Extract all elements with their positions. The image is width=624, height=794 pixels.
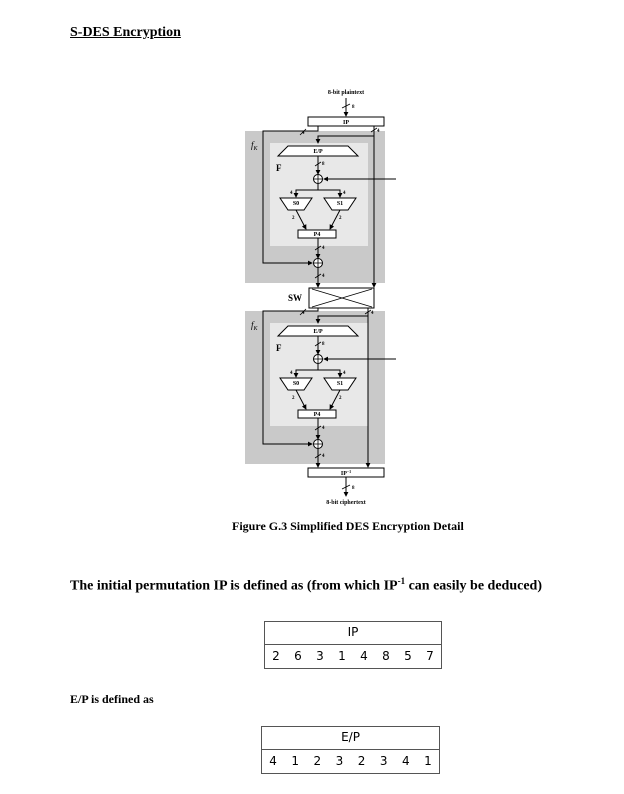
svg-text:4: 4 [322, 454, 325, 459]
svg-text:4: 4 [322, 274, 325, 279]
ep-box-2 [276, 325, 360, 337]
table-cell: 4 [269, 754, 277, 768]
svg-text:4: 4 [290, 191, 293, 196]
svg-text:8: 8 [322, 162, 325, 167]
table-cell: 2 [272, 649, 280, 663]
table-cell: 3 [379, 754, 388, 768]
ciphertext-label: 8-bit ciphertext [326, 500, 366, 506]
bits-label: 8 [352, 105, 355, 110]
table-cell: 1 [291, 754, 299, 768]
svg-text:8: 8 [322, 342, 325, 347]
table-cell: 5 [404, 649, 412, 663]
s0-box-2 [279, 377, 313, 391]
fk-label-2: fK [251, 320, 259, 332]
ip-table-row: 2 6 3 1 4 8 5 7 [265, 645, 441, 667]
table-cell: 1 [424, 754, 432, 768]
svg-text:2: 2 [339, 216, 342, 221]
svg-text:4: 4 [322, 246, 325, 251]
ep-table-row: 4 1 2 3 2 3 4 1 [262, 750, 439, 772]
table-cell: 8 [382, 649, 390, 663]
svg-text:P4: P4 [314, 412, 321, 418]
p4-box-2 [297, 409, 337, 419]
svg-text:4: 4 [343, 191, 346, 196]
svg-text:4: 4 [302, 311, 305, 316]
table-cell: 2 [357, 754, 366, 768]
table-cell: 2 [313, 754, 322, 768]
ip-intro-text: The initial permutation IP is defined as… [70, 576, 542, 594]
svg-text:S1: S1 [337, 381, 343, 387]
ep-box-1 [276, 145, 360, 157]
ip-table-title: IP [265, 622, 441, 645]
ip-inverse-label: IP−1 [341, 469, 351, 477]
svg-text:4: 4 [377, 129, 380, 134]
svg-text:4: 4 [290, 371, 293, 376]
svg-text:2: 2 [292, 396, 295, 401]
svg-text:S0: S0 [293, 381, 299, 387]
table-cell: 6 [294, 649, 302, 663]
f-label-1: F [276, 163, 282, 173]
table-cell: 4 [401, 754, 410, 768]
svg-text:2: 2 [339, 396, 342, 401]
table-cell: 3 [335, 754, 344, 768]
ip-label: IP [343, 120, 349, 126]
figure-caption: Figure G.3 Simplified DES Encryption Det… [232, 519, 464, 533]
ep-table: E/P 4 1 2 3 2 3 4 1 [261, 726, 440, 774]
s1-box-2 [323, 377, 357, 391]
svg-text:4: 4 [343, 371, 346, 376]
table-cell: 3 [316, 649, 324, 663]
svg-text:P4: P4 [314, 232, 321, 238]
svg-text:S0: S0 [293, 201, 299, 207]
sdes-encryption-diagram: 8-bit plaintext 8 IP fK F 4 4 E/P 8 8 K1… [245, 90, 396, 506]
table-cell: 7 [426, 649, 434, 663]
f-function-box-1 [270, 143, 368, 246]
f-function-box-2 [270, 323, 368, 426]
sw-label: SW [288, 293, 302, 303]
svg-text:S1: S1 [337, 201, 343, 207]
ep-table-title: E/P [262, 727, 439, 750]
ep-intro-text: E/P is defined as [70, 692, 154, 706]
svg-text:E/P: E/P [313, 149, 323, 155]
svg-text:8: 8 [352, 486, 355, 491]
ip-box [307, 116, 385, 127]
s1-box-1 [323, 197, 357, 211]
svg-text:2: 2 [292, 216, 295, 221]
fk-label-1: fK [251, 140, 259, 152]
plaintext-label: 8-bit plaintext [328, 90, 364, 96]
s0-box-1 [279, 197, 313, 211]
table-cell: 4 [360, 649, 368, 663]
f-label-2: F [276, 343, 282, 353]
page-title: S-DES Encryption [70, 25, 181, 40]
svg-text:4: 4 [302, 131, 305, 136]
svg-text:E/P: E/P [313, 329, 323, 335]
p4-box-1 [297, 229, 337, 239]
svg-text:4: 4 [322, 426, 325, 431]
table-cell: 1 [338, 649, 346, 663]
ip-table: IP 2 6 3 1 4 8 5 7 [264, 621, 442, 669]
svg-text:4: 4 [371, 311, 374, 316]
